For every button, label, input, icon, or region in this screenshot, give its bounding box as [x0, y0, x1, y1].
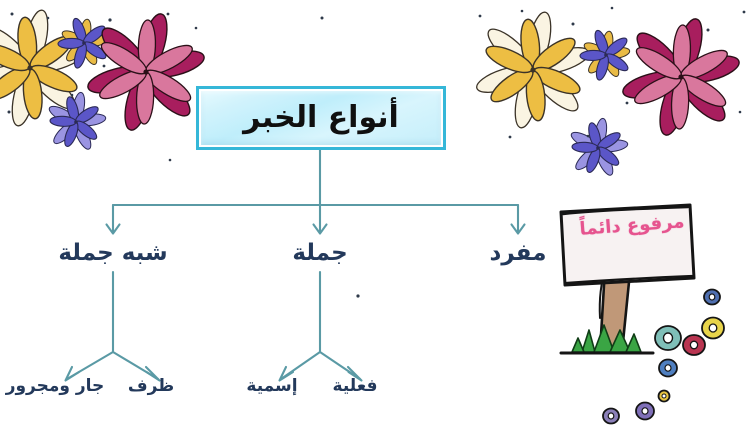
node-fiiliya-label: فعلية: [332, 376, 378, 396]
arrowhead-ismiya: [278, 365, 295, 382]
node-mufrad: مفرد: [490, 240, 547, 266]
node-shibh-jumla: شبه جملة: [58, 240, 167, 266]
node-shibh-jumla-label: شبه جملة: [58, 240, 168, 266]
arrowhead-zarf: [144, 365, 161, 382]
flower-yellow-left: [0, 7, 90, 129]
sign-board: [559, 203, 696, 287]
node-fiiliya: فعلية: [333, 376, 378, 396]
pebbles: [602, 288, 725, 425]
diagram-title-box: أنواع الخبر: [196, 86, 446, 150]
flower-magenta-right: [619, 15, 743, 139]
arrowhead-shibh: [105, 223, 121, 235]
node-ismiya: إسمية: [246, 376, 297, 396]
node-ismiya-label: إسمية: [246, 376, 298, 396]
flower-magenta-left: [84, 10, 208, 134]
flower-blue-small-left-bottom: [46, 91, 107, 152]
node-zarf: ظرف: [128, 376, 174, 396]
node-jar-majroor-label: جار ومجرور: [5, 376, 105, 396]
flower-yellow-right: [473, 9, 593, 131]
node-zarf-label: ظرف: [127, 376, 175, 396]
sign-board-label: مرفوع دائماً: [578, 211, 686, 240]
flower-blue-small-left-top: [57, 16, 110, 70]
arrowhead-jumla: [312, 223, 328, 235]
arrowhead-jar-majroor: [64, 365, 81, 382]
flower-blue-small-right-bottom: [568, 117, 629, 178]
node-mufrad-label: مفرد: [489, 240, 547, 266]
arrowhead-mufrad: [510, 223, 526, 235]
decorative-speckles: [7, 6, 746, 298]
flower-blue-small-right-top: [579, 28, 632, 82]
node-jumla: جملة: [292, 240, 347, 266]
page-title: أنواع الخبر: [243, 100, 399, 135]
node-jumla-label: جملة: [292, 240, 348, 266]
arrowhead-fiiliya: [346, 365, 363, 382]
node-jar-majroor: جار ومجرور: [6, 376, 105, 396]
